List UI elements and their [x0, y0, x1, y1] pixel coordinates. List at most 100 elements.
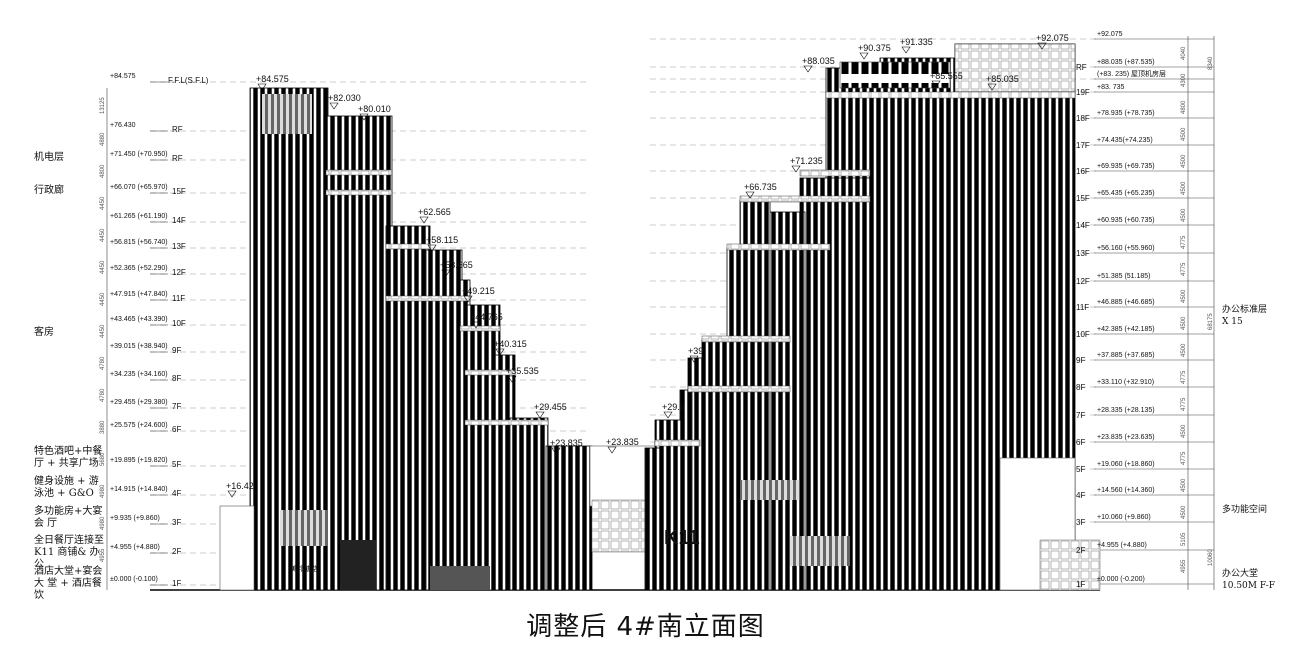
- right-dimension: 4500: [1181, 181, 1187, 195]
- right-dimension: 4955: [1181, 559, 1187, 573]
- hotel-entry-dark: [340, 540, 376, 590]
- hotel-tower-block: [385, 225, 431, 591]
- right-dimension: 4500: [1181, 316, 1187, 330]
- left-level-elevation: +43.465 (+43.390): [110, 316, 168, 323]
- office-tower-block: [644, 447, 661, 591]
- right-level-elevation: +37.885 (+37.685): [1097, 352, 1155, 359]
- right-function-label: 多功能空间: [1222, 505, 1268, 515]
- right-level-elevation: +69.935 (+69.735): [1097, 163, 1155, 170]
- right-level-elevation: +10.060 (+9.860): [1097, 514, 1151, 521]
- k11-logo-text: K11: [664, 527, 700, 549]
- elevation-triangle: [359, 113, 369, 121]
- right-level-elevation: +56.160 (+55.960): [1097, 245, 1155, 252]
- left-level-elevation: +9.935 (+9.860): [110, 515, 160, 522]
- right-level-elevation: (+83. 235) 屋顶机房层: [1097, 71, 1167, 78]
- elevation-marker: +85.035: [986, 74, 1019, 84]
- left-level-elevation: ±0.000 (-0.100): [110, 576, 158, 583]
- left-level-floor: 6F: [172, 425, 182, 434]
- elevation-triangle: [987, 83, 997, 91]
- right-level-floor: 13F: [1076, 249, 1090, 258]
- right-level-floor: 12F: [1076, 277, 1090, 286]
- right-level-elevation: ±0.000 (-0.200): [1097, 576, 1145, 583]
- right-dimension: 4500: [1181, 478, 1187, 492]
- left-dimension: 4450: [100, 196, 106, 210]
- elevation-triangle: [441, 269, 451, 277]
- hotel-terrace-ledge: [464, 369, 516, 376]
- elevation-triangle: [463, 295, 473, 303]
- left-level-elevation: +76.430: [110, 122, 136, 129]
- left-dimension: 4780: [100, 388, 106, 402]
- hotel-terrace-ledge: [385, 243, 431, 250]
- elevation-marker: +82.030: [328, 93, 361, 103]
- hotel-crown-panel: [262, 94, 312, 134]
- elevation-marker: +90.375: [858, 43, 891, 53]
- right-level-floor: 19F: [1076, 88, 1090, 97]
- hotel-tower-block: [545, 445, 593, 591]
- left-level-elevation: +71.450 (+70.950): [110, 151, 168, 158]
- left-level-floor: RF: [172, 154, 183, 163]
- right-level-elevation: +60.935 (+60.735): [1097, 217, 1155, 224]
- left-dimension: 4780: [100, 356, 106, 370]
- right-level-floor: 1F: [1076, 580, 1086, 589]
- right-dimension: 4775: [1181, 370, 1187, 384]
- office-terrace-ledge: [739, 195, 871, 203]
- right-level-floor: 9F: [1076, 356, 1086, 365]
- elevation-marker: +85.555: [930, 71, 963, 81]
- right-dimension-total: 10060: [1208, 549, 1214, 566]
- left-function-label: 健身设施 + 游泳池 + G&O: [34, 476, 99, 499]
- left-function-label: 多功能房+大宴会 厅: [34, 506, 103, 529]
- office-podium-screen: [740, 480, 800, 500]
- right-level-elevation: +88.035 (+87.535): [1097, 59, 1155, 66]
- elevation-marker: +66.735: [744, 182, 777, 192]
- right-level-floor: 16F: [1076, 167, 1090, 176]
- elevation-triangle: [1037, 42, 1047, 50]
- elevation-marker: +16.42: [226, 481, 254, 491]
- elevation-triangle: [471, 321, 481, 329]
- office-lobby-glazing: [1039, 539, 1101, 591]
- left-level-elevation: +61.265 (+61.190): [110, 213, 168, 220]
- left-level-floor: 8F: [172, 374, 182, 383]
- left-level-elevation: +47.915 (+47.840): [110, 291, 168, 298]
- left-function-label: 特色酒吧+中餐厅 + 共享广场: [34, 446, 103, 469]
- left-dimension: 4880: [100, 132, 106, 146]
- office-tower-block: [799, 177, 871, 591]
- elevation-triangle: [931, 80, 941, 88]
- elevation-marker: +39: [688, 346, 704, 356]
- elevation-marker: +23.835: [606, 437, 639, 447]
- hotel-podium-screen: [280, 510, 328, 546]
- left-level-elevation: +29.455 (+29.380): [110, 399, 168, 406]
- elevation-marker: +40.315: [494, 339, 527, 349]
- office-podium-screen: [790, 536, 850, 566]
- right-dimension-total: 8340: [1208, 56, 1214, 70]
- elevation-triangle: [859, 52, 869, 60]
- right-dimension: 4775: [1181, 235, 1187, 249]
- elevation-triangle: [329, 102, 339, 110]
- elevation-marker: +88.035: [802, 56, 835, 66]
- right-level-elevation: +28.335 (+28.135): [1097, 407, 1155, 414]
- right-level-elevation: +65.435 (+65.235): [1097, 190, 1155, 197]
- elevation-triangle: [607, 446, 617, 454]
- left-level-elevation: +19.895 (+19.820): [110, 457, 168, 464]
- right-dimension: 4500: [1181, 343, 1187, 357]
- elevation-marker: +62.565: [418, 207, 451, 217]
- right-dimension: 4775: [1181, 451, 1187, 465]
- elevation-marker: +29.6: [662, 402, 685, 412]
- left-level-floor: 7F: [172, 402, 182, 411]
- right-dimension-total: 68175: [1208, 313, 1214, 330]
- right-dimension: 5105: [1181, 532, 1187, 546]
- elevation-triangle: [495, 348, 505, 356]
- right-dimension: 4300: [1181, 73, 1187, 87]
- right-level-floor: 2F: [1076, 546, 1086, 555]
- elevation-marker: +92.075: [1036, 33, 1069, 43]
- right-dimension: 4500: [1181, 289, 1187, 303]
- left-function-label: 客房: [34, 327, 54, 338]
- elevation-triangle: [803, 65, 813, 73]
- elevation-triangle: [791, 165, 801, 173]
- left-level-floor: 10F: [172, 319, 186, 328]
- right-level-floor: RF: [1076, 63, 1087, 72]
- right-dimension: 4775: [1181, 397, 1187, 411]
- left-dimension: 4450: [100, 228, 106, 242]
- hotel-tower-block: [249, 87, 329, 591]
